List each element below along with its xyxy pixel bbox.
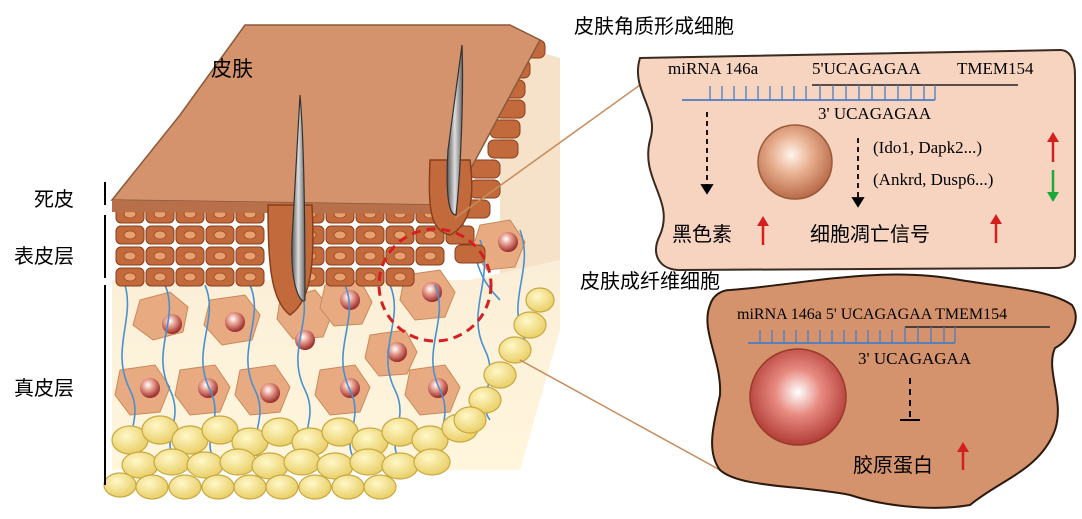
fibroblast-target-line: miRNA 146a 5' UCAGAGAA TMEM154 bbox=[737, 306, 1007, 324]
keratinocyte-target-gene: TMEM154 bbox=[957, 59, 1034, 79]
fibroblast-mirna-seq: 3' UCAGAGAA bbox=[858, 349, 971, 369]
keratinocyte-title: 皮肤角质形成细胞 bbox=[574, 10, 734, 39]
keratinocyte-mirna-label: miRNA 146a bbox=[668, 59, 758, 79]
genes-down-list: (Ankrd, Dusp6...) bbox=[873, 170, 993, 190]
melanin-label: 黑色素 bbox=[672, 218, 732, 247]
genes-up-list: (Ido1, Dapk2...) bbox=[873, 138, 982, 158]
keratinocyte-target-seq: 5'UCAGAGAA bbox=[812, 59, 921, 79]
stratum-corneum-label: 死皮 bbox=[34, 183, 74, 212]
apoptosis-signal-label: 细胞凋亡信号 bbox=[810, 218, 930, 247]
dermis-label: 真皮层 bbox=[14, 372, 74, 401]
fibroblast-title: 皮肤成纤维细胞 bbox=[580, 265, 720, 294]
keratinocyte-mirna-seq: 3' UCAGAGAA bbox=[818, 104, 931, 124]
collagen-label: 胶原蛋白 bbox=[853, 449, 933, 478]
epidermis-label: 表皮层 bbox=[14, 240, 74, 269]
skin-label: 皮肤 bbox=[211, 53, 253, 83]
